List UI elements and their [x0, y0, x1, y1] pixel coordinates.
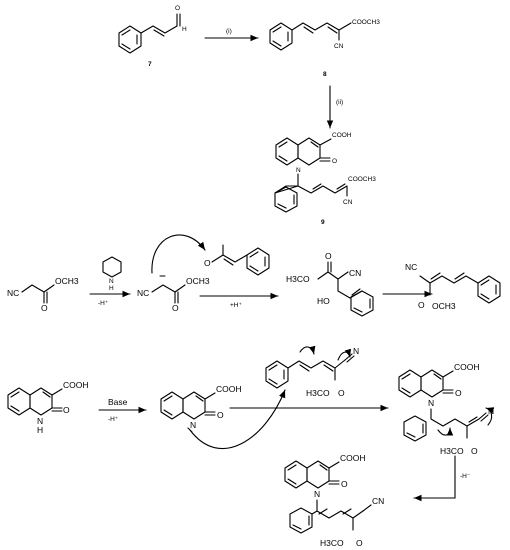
adduct-n-label: N: [428, 398, 434, 408]
compound-7: O H 7: [118, 5, 187, 68]
aldehyde-oxygen-label: O: [175, 5, 180, 12]
piperidine-h-label: H: [109, 285, 114, 292]
product-nc-label: NC: [405, 262, 417, 272]
adduct-h3co-label: H3CO: [440, 446, 464, 456]
product-methoxy-label: OCH3: [432, 301, 456, 311]
step-ii-label: (ii): [336, 99, 343, 106]
acid-label: COOH: [332, 132, 352, 139]
final-cooh-label: COOH: [340, 453, 366, 463]
carbanion-nc-label: NC: [137, 288, 149, 298]
adduct-intermediate: COOH O N N H3CO O: [398, 362, 495, 456]
compound-9: COOH O N COOCH3 CN 9: [274, 132, 376, 226]
nh-n-label: N: [37, 416, 43, 426]
aldehyde-o-label: O: [204, 258, 211, 268]
ring-nitrogen-label: N: [296, 167, 301, 174]
adduct-o-label: O: [455, 388, 462, 398]
acid-o-label: O: [63, 405, 70, 415]
intermediate-cn-label: CN: [349, 268, 361, 278]
final-n-label: N: [314, 489, 320, 499]
ester-label: COOCH3: [352, 19, 380, 26]
final-product: COOH O N CN H3CO O: [284, 453, 384, 548]
acid-cooh-label: COOH: [63, 380, 89, 390]
acceptor-h3co-label: H3CO: [306, 388, 330, 398]
quinolone-anion: COOH O N: [160, 384, 242, 433]
intermediate-h3co-label: H3CO: [286, 274, 310, 284]
nc-label: NC: [7, 288, 19, 298]
piperidine-n-label: N: [109, 278, 114, 285]
anion-cooh-label: COOH: [216, 384, 242, 394]
aldol-intermediate: H3CO O CN HO: [286, 251, 374, 317]
quinolone-carbonyl-label: O: [332, 158, 337, 165]
methyl-cyanoacetate: NC O OCH3: [7, 276, 79, 313]
final-o-label: O: [341, 479, 348, 489]
methoxy-label: OCH3: [55, 276, 79, 286]
quinolone-acid: COOH O N H: [7, 380, 89, 435]
plus-h-label: +H⁺: [230, 302, 242, 309]
cinnamaldehyde-mech: O: [204, 244, 270, 276]
final-cn-label: CN: [372, 496, 384, 506]
carbanion: NC O OCH3: [137, 275, 210, 313]
product-o-label: O: [418, 300, 425, 310]
adduct-cooh-label: COOH: [454, 362, 480, 372]
ester-label-9: COOCH3: [348, 176, 376, 183]
compound-9-number: 9: [321, 219, 325, 226]
compound-8-number: 8: [323, 71, 327, 78]
carbonyl-oxygen-label: O: [41, 303, 48, 313]
michael-attack-arrow: [189, 389, 286, 450]
acceptor-o-label: O: [338, 388, 345, 398]
hydroxyl-label: HO: [317, 296, 330, 306]
final-ester-o-label: O: [356, 538, 363, 548]
anion-n-label: N: [190, 420, 196, 430]
carbanion-methoxy-label: OCH3: [186, 276, 210, 286]
acceptor-nitrile-n-label: N: [353, 346, 359, 356]
aldehyde-hydrogen-label: H: [182, 26, 187, 33]
minus-h-label: -H⁺: [98, 300, 109, 307]
nucleophilic-attack-arrow: [151, 234, 206, 274]
nh-h-label: H: [37, 425, 43, 435]
nitrile-label-9: CN: [343, 199, 353, 206]
base-label: Base: [108, 397, 128, 407]
nitrile-label: CN: [334, 43, 344, 50]
base-minus-h-label: -H⁺: [108, 416, 119, 423]
adduct-o-label-2: O: [471, 446, 478, 456]
intermediate-o-label: O: [325, 251, 332, 261]
step-i-label: (i): [226, 28, 232, 35]
compound-8: COOCH3 CN 8: [269, 19, 380, 78]
final-h3co-label: H3CO: [320, 538, 344, 548]
diene-acceptor: N H3CO O: [265, 345, 359, 398]
anion-o-label: O: [217, 410, 224, 420]
compound-7-number: 7: [148, 61, 152, 68]
piperidine: N H: [102, 256, 122, 292]
knoevenagel-product: NC O OCH3: [405, 262, 501, 311]
elimination-minus-h-label: -H⁻: [460, 473, 471, 480]
carbanion-o-label: O: [172, 303, 179, 313]
